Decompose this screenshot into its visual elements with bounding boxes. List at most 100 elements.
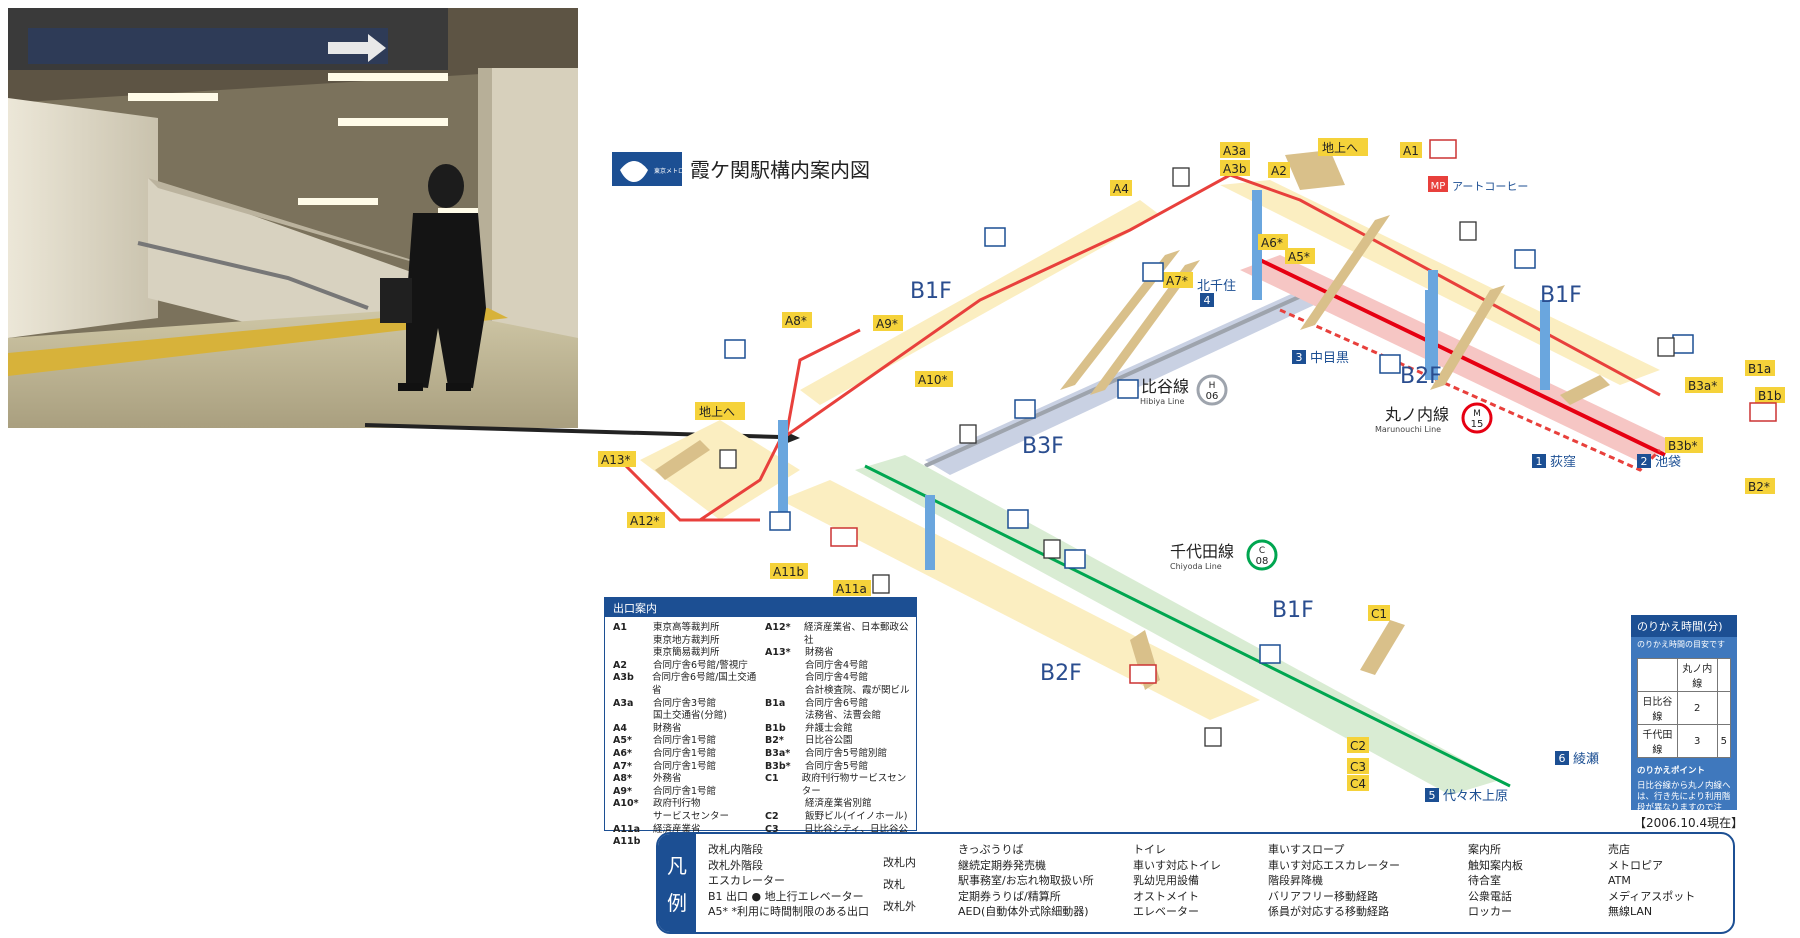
legend-entry: 駅事務室/お忘れ物取扱い所 <box>958 874 1094 887</box>
to-ground-sign <box>1318 138 1368 156</box>
chiyoda-track <box>864 464 1511 788</box>
exit-guide-code <box>613 647 653 660</box>
exit-label-box <box>1685 377 1723 393</box>
exit-guide-row: A13*財務省 <box>765 647 915 660</box>
legend-entry: エスカレーター <box>708 874 785 887</box>
floor-label: B2F <box>1400 364 1442 389</box>
stairs-3 <box>1300 215 1390 330</box>
direction-number: 6 <box>1559 752 1566 765</box>
legend-entry: エレベーター <box>1133 905 1199 918</box>
exit-label: A2 <box>1271 164 1287 178</box>
exit-guide-destination: 政府刊行物サービスセンター <box>801 773 907 797</box>
exit-label-box <box>1347 758 1369 774</box>
legend-entry: 改札内 <box>883 856 916 869</box>
exit-label: A7* <box>1166 274 1188 288</box>
exit-guide-row: 法務省、法曹会館 <box>765 710 915 723</box>
info-icon <box>1117 379 1139 399</box>
exit-guide-code: B3b* <box>765 760 791 772</box>
exit-guide-destination: 合同庁舎6号館/警視庁 <box>653 659 748 671</box>
exit-label-box <box>1110 180 1132 196</box>
marunouchi-line-letter: M <box>1473 409 1481 419</box>
stairs-c1 <box>1360 620 1405 675</box>
exit-guide-code <box>765 660 805 673</box>
exit-labels: A1A2A3aA3bA4A5*A6*A7*A8*A9*A10*A11aA11bA… <box>598 142 1785 791</box>
stairs-1 <box>1060 250 1180 390</box>
chiyoda-line-number: 08 <box>1256 556 1269 567</box>
legend-entry: 車いす対応エスカレーター <box>1268 858 1400 872</box>
shop-badge: MP <box>1431 181 1446 192</box>
legend-entry: オストメイト <box>1133 889 1199 903</box>
legend-column-6: 案内所触知案内板待合室公衆電話ロッカー <box>1468 842 1523 920</box>
exit-guide-code: A5* <box>613 735 632 747</box>
transfer-col-empty <box>1637 658 1678 692</box>
stairs-2 <box>1090 260 1200 395</box>
legend-column-4: トイレ車いす対応トイレ乳幼児用設備オストメイトエレベーター <box>1133 842 1221 920</box>
exit-label: A5* <box>1288 250 1310 264</box>
date-note: 【2006.10.4現在】 <box>1634 816 1744 830</box>
exit-label-box <box>1285 248 1315 264</box>
exit-label-box <box>1220 160 1250 176</box>
direction-number: 4 <box>1204 294 1211 307</box>
exit-label-box <box>1745 478 1775 494</box>
exit-label-box <box>1258 234 1288 250</box>
exit-guide-row: B3a*合同庁舎5号館別館 <box>765 748 915 761</box>
legend-entry: 車いす対応トイレ <box>1133 858 1221 872</box>
exit-guide-row: A1 東京高等裁判所 <box>613 622 763 635</box>
phone-icon <box>959 424 977 444</box>
legend-entry: 触知案内板 <box>1468 858 1523 872</box>
exit-guide-row: 東京地方裁判所 <box>613 635 763 648</box>
exit-guide-destination: 政府刊行物 <box>653 798 701 810</box>
wheelchair-icon <box>724 339 746 359</box>
exit-guide-code: A3a <box>613 697 634 709</box>
legend-entry: ロッカー <box>1468 905 1512 918</box>
exit-guide-destination: 経済産業省、日本郵政公社 <box>803 622 909 646</box>
exit-label: A3b <box>1223 162 1246 176</box>
hibiya-line-name: 日比谷線 <box>1125 377 1189 396</box>
transfer-heading: のりかえ時間(分) <box>1631 615 1737 637</box>
exit-guide-code <box>613 710 653 723</box>
phone-icon <box>1204 727 1222 747</box>
legend-column-2: 改札内改札改札外 <box>883 852 916 918</box>
exit-label-box <box>1268 162 1290 178</box>
exit-guide-code <box>765 710 805 723</box>
exit-guide-row: 国土交通省(分館) <box>613 710 763 723</box>
exit-label-box <box>1665 437 1703 453</box>
exit-guide-code: A11a <box>613 823 640 835</box>
legend-entry: A5* *利用に時間制限のある出口 <box>708 905 870 918</box>
exit-label: B1b <box>1758 389 1781 403</box>
toilet-icons <box>830 139 1777 684</box>
operator-badge: 東京メトロ <box>654 167 684 175</box>
exit-guide-code <box>765 798 805 811</box>
direction-nakameguro: 3 中目黒 <box>1292 350 1349 366</box>
exit-label: A8* <box>785 314 807 328</box>
direction-ikebukuro: 2 池袋 <box>1637 454 1681 470</box>
direction-text: 中目黒 <box>1310 351 1349 366</box>
hibiya-track <box>924 290 1311 468</box>
floor-label: B1F <box>1272 598 1314 623</box>
concourse-west <box>640 420 800 520</box>
exit-guide-destination: 東京高等裁判所 <box>653 622 720 633</box>
toilet-icon <box>1429 139 1457 159</box>
transfer-row-value-2: 5 <box>1716 724 1732 758</box>
wheelchair-icon <box>984 227 1006 247</box>
exit-label-box <box>1368 605 1390 621</box>
phone-icon <box>719 449 737 469</box>
exit-guide-code: A1 <box>613 622 627 633</box>
exit-guide-row: A12*経済産業省、日本郵政公社 <box>765 622 915 647</box>
station-photo-drawing <box>8 8 578 428</box>
info-icon <box>769 511 791 531</box>
elevator-shaft-3 <box>1252 190 1262 300</box>
legend-entry: 案内所 <box>1468 843 1501 856</box>
direction-text: 北千住 <box>1197 279 1236 294</box>
exit-label: A10* <box>918 373 947 387</box>
exit-guide-destination: 東京簡易裁判所 <box>653 647 720 659</box>
exit-guide-row: サービスセンター <box>613 811 763 824</box>
exit-label: C1 <box>1371 607 1387 621</box>
exit-label: A1 <box>1403 144 1419 158</box>
transfer-col-marunouchi: 丸ノ内線 <box>1676 658 1718 692</box>
exit-label-box <box>627 512 665 528</box>
exit-guide-row: 東京簡易裁判所 <box>613 647 763 660</box>
exit-label-box <box>873 315 903 331</box>
